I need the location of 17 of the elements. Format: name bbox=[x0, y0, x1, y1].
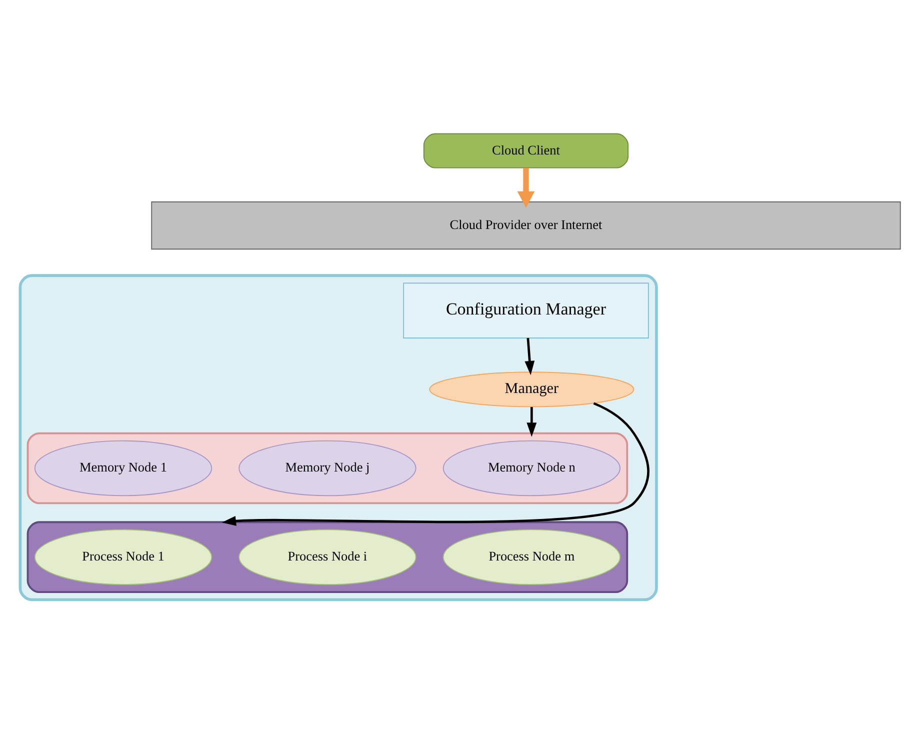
node-ellipse: Process Node 1 bbox=[34, 529, 212, 585]
arrow bbox=[222, 402, 650, 526]
arrow bbox=[524, 338, 535, 376]
node-box: Configuration Manager bbox=[403, 282, 649, 338]
cluster bbox=[26, 521, 628, 594]
cluster bbox=[18, 274, 658, 602]
node-ellipse: Process Node m bbox=[442, 529, 621, 585]
arrow bbox=[526, 407, 537, 437]
node-box: Cloud Client bbox=[423, 133, 629, 168]
node-box: Cloud Provider over Internet bbox=[151, 201, 901, 250]
node-ellipse: Memory Node 1 bbox=[34, 440, 212, 496]
arrow bbox=[517, 168, 535, 208]
node-ellipse: Memory Node j bbox=[238, 440, 416, 496]
node-ellipse: Manager bbox=[429, 372, 634, 408]
node-ellipse: Process Node i bbox=[238, 529, 416, 585]
node-ellipse: Memory Node n bbox=[442, 440, 621, 496]
cluster bbox=[26, 432, 628, 504]
